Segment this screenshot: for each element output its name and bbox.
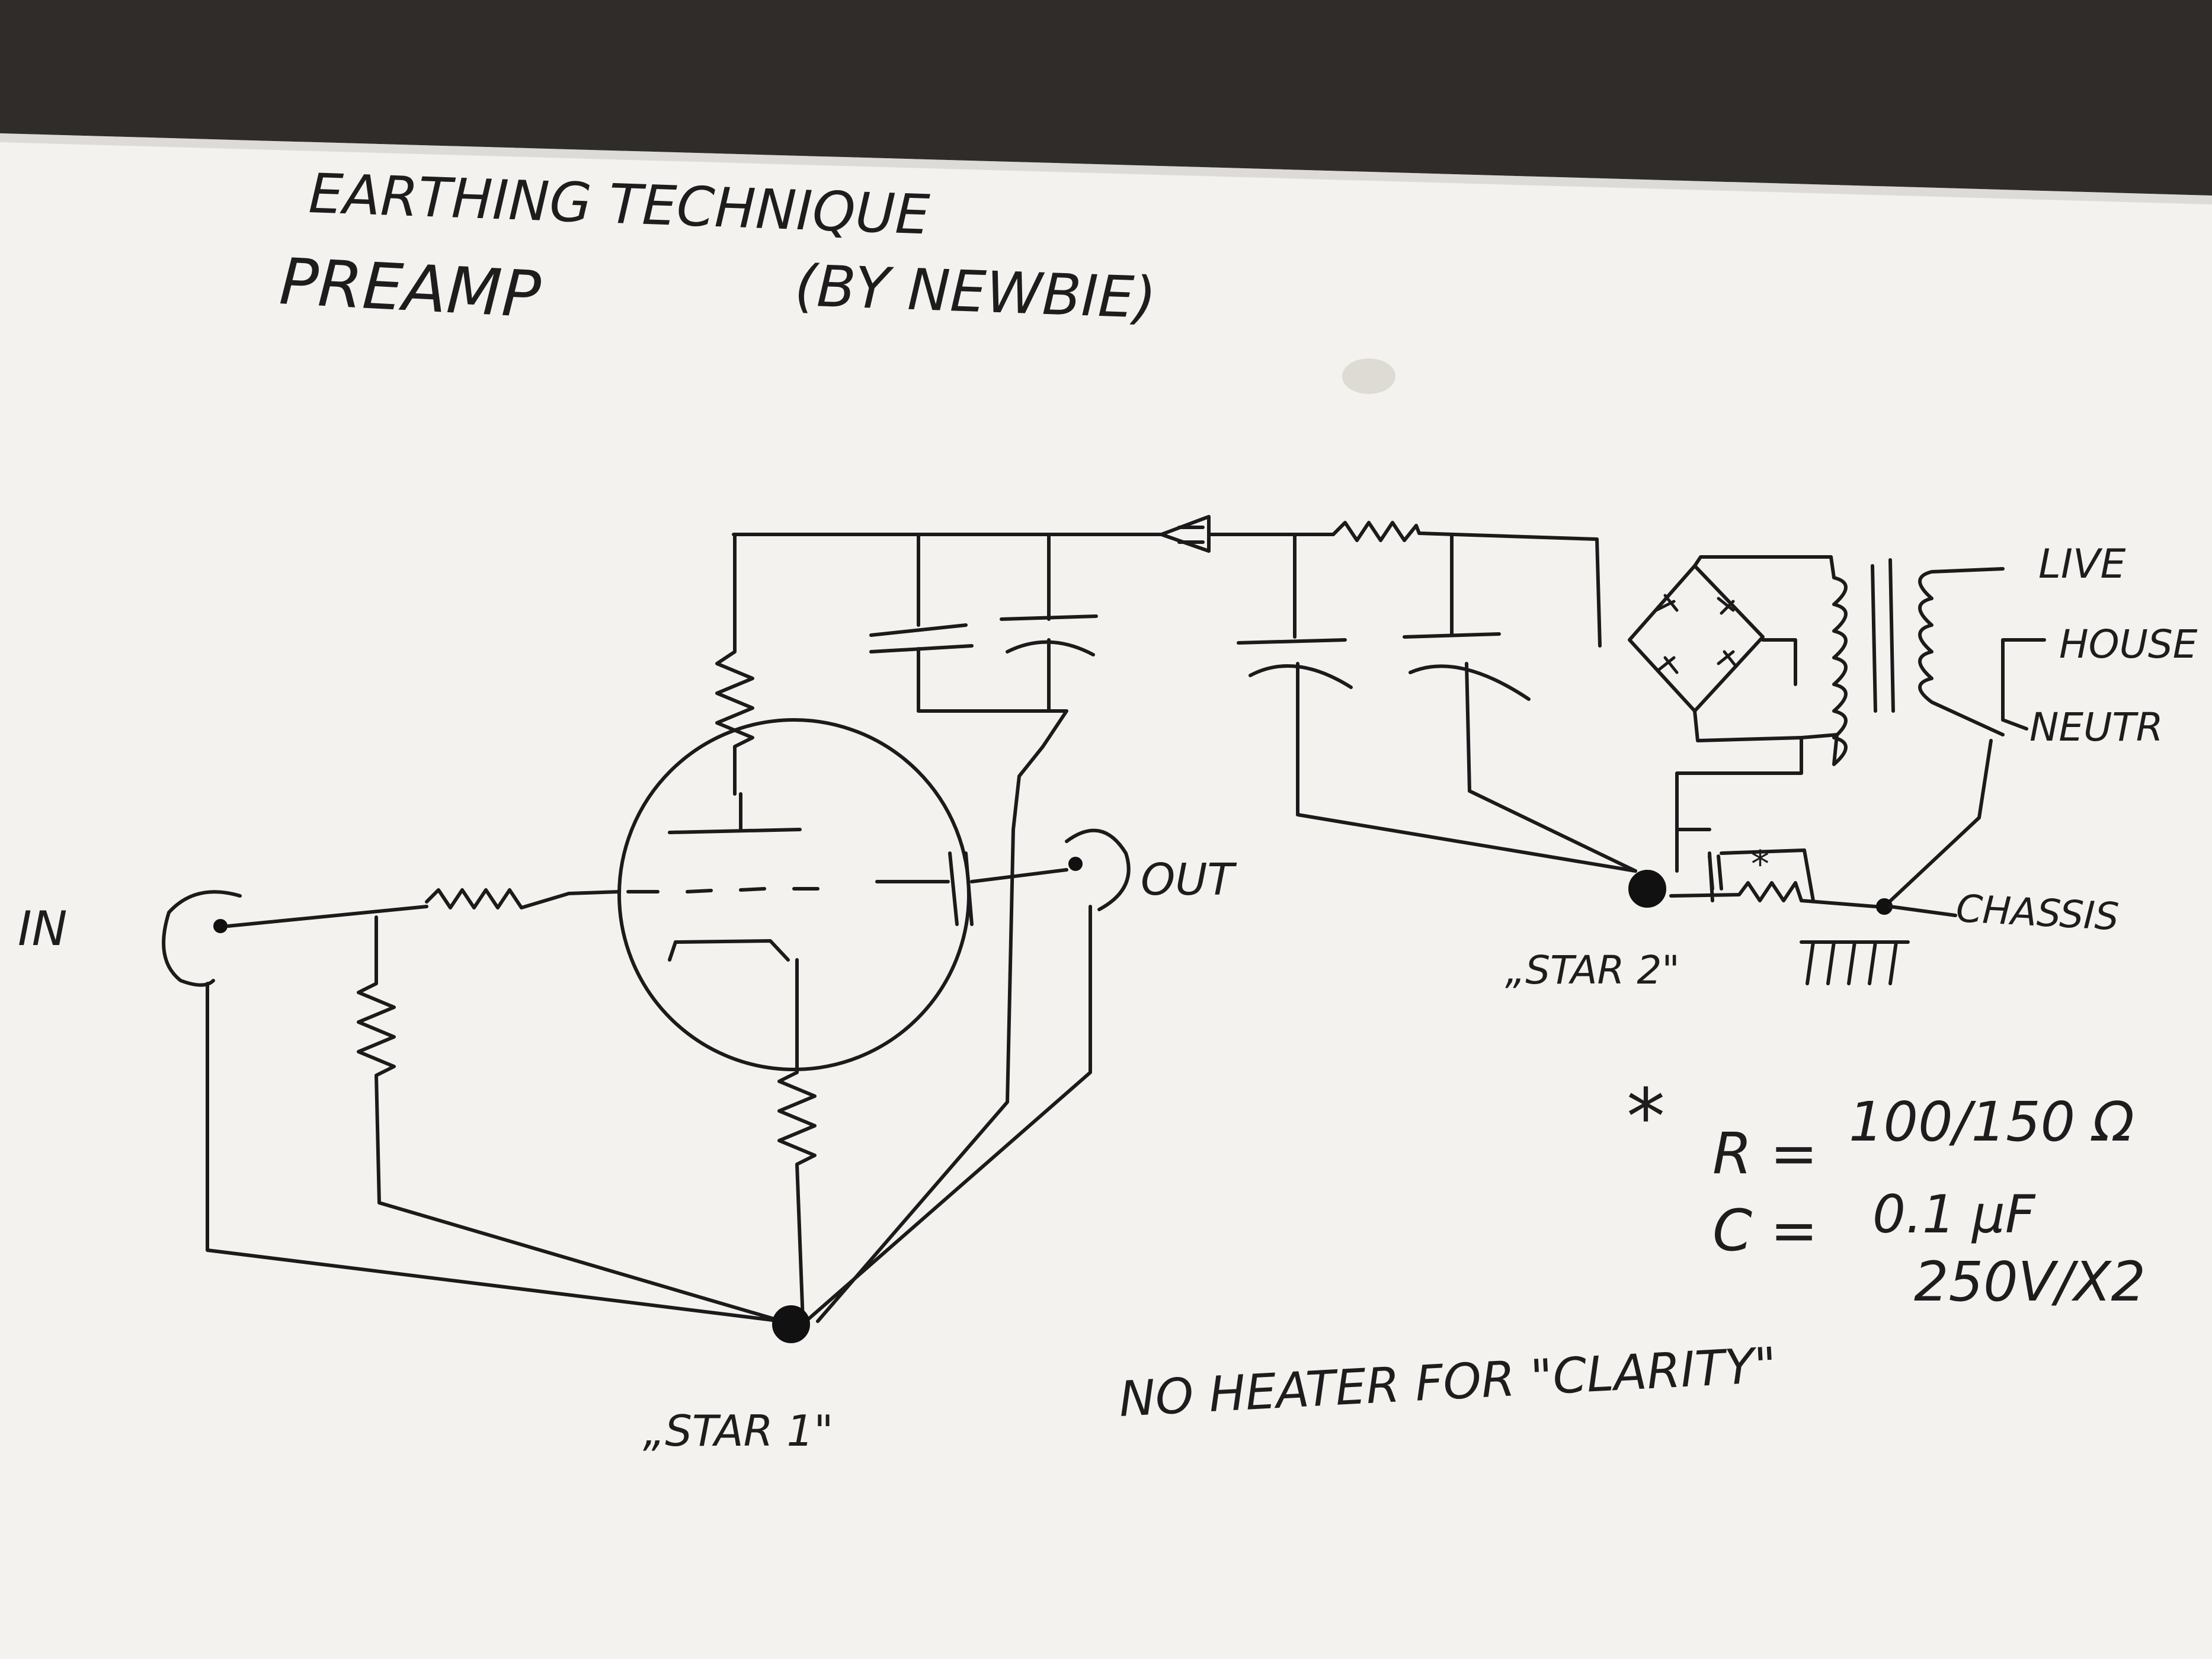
chassis-ground-icon <box>1800 940 1910 985</box>
label-neutr: NEUTR <box>2029 704 2163 750</box>
note-c-rating: 250V/X2 <box>1914 1250 2146 1314</box>
bridge-diode-marks <box>1654 594 1738 674</box>
output-cap <box>875 851 1068 926</box>
tube-grid <box>626 887 820 893</box>
note-asterisk: * <box>1627 1072 1665 1162</box>
ps-series-resistor <box>1331 521 1599 542</box>
ps-cap-left <box>1237 534 1637 873</box>
input-wire <box>226 905 428 928</box>
transformer-core <box>1871 558 1895 713</box>
tube-cathode <box>668 939 790 962</box>
transformer-secondary <box>1800 555 1848 766</box>
note-c-value: 0.1 μF <box>1872 1184 2036 1245</box>
label-house: HOUSE <box>2059 622 2198 667</box>
label-live: LIVE <box>2038 541 2125 588</box>
grid-resistor <box>425 888 621 909</box>
plate-resistor <box>715 533 754 796</box>
output-ground-wire <box>804 905 1092 1323</box>
bridge-rectifier <box>1595 537 1833 873</box>
output-jack <box>1065 828 1131 911</box>
paper-sheet <box>0 133 2212 1659</box>
title-byline: (BY NEWBIE) <box>793 252 1157 331</box>
cathode-resistor <box>777 958 817 1323</box>
label-star2: „STAR 2" <box>1505 947 1680 993</box>
label-out: OUT <box>1141 854 1237 905</box>
label-star1: „STAR 1" <box>643 1406 833 1456</box>
input-jack <box>162 890 242 987</box>
chassis-wire <box>1888 905 1957 917</box>
rail-cap-bottom <box>816 709 1068 1323</box>
input-jack-pin <box>213 919 228 933</box>
star1-returns <box>206 982 784 1323</box>
rail-cap-left <box>869 533 974 713</box>
star2-node <box>1628 870 1666 908</box>
label-chassis: CHASSIS <box>1955 887 2120 939</box>
house-wire <box>2001 638 2046 731</box>
tube-plate <box>668 792 802 834</box>
paper-stain <box>1342 358 1395 394</box>
ps-cap-right <box>1403 534 1637 873</box>
note-r-label: R = <box>1712 1120 1818 1187</box>
grid-leak-resistor <box>357 915 396 1205</box>
rail-cap-right <box>1000 533 1098 713</box>
note-c-label: C = <box>1712 1197 1818 1264</box>
label-in: IN <box>18 901 67 956</box>
star1-node <box>772 1305 810 1343</box>
paper-shadow <box>0 133 2212 204</box>
primary-to-chassis <box>1883 739 1993 908</box>
transformer-primary <box>1918 567 2005 736</box>
title-line2: PREAMP <box>278 245 543 332</box>
snubber-asterisk: * <box>1751 843 1769 886</box>
output-jack-pin <box>1068 857 1083 871</box>
snubber-resistor <box>1669 851 1877 908</box>
note-r-value: 100/150 Ω <box>1849 1090 2134 1154</box>
